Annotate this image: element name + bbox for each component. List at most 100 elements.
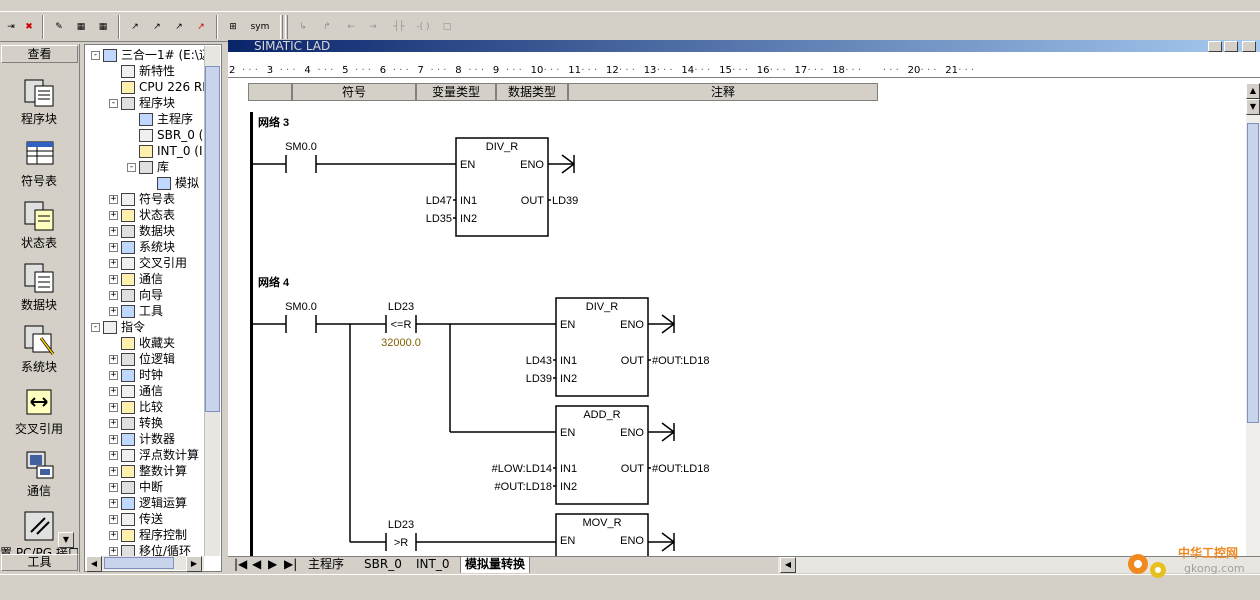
scroll-left-icon[interactable]: ◀ [86, 556, 102, 572]
tree-vertical-scrollbar[interactable] [204, 46, 220, 556]
status-force-icon[interactable]: ↗ [175, 22, 183, 32]
tab-first-icon[interactable]: |◀ [234, 557, 248, 571]
tree-hscroll-thumb[interactable] [104, 557, 174, 569]
tree-node[interactable]: 新特性 [109, 63, 175, 79]
editor-vertical-scrollbar[interactable]: ▲ ▼ [1246, 83, 1260, 557]
close-icon[interactable] [1242, 41, 1256, 52]
tab-analog-conversion[interactable]: 模拟量转换 [460, 557, 531, 573]
box-delete-icon[interactable]: ✖ [25, 22, 33, 32]
tree-node[interactable]: INT_0 (I [127, 143, 203, 159]
tab-main-program[interactable]: 主程序 [308, 557, 345, 571]
tree-node[interactable]: 模拟 [145, 175, 199, 191]
nav-item-status-table[interactable]: 状态表 [0, 200, 78, 262]
tree-node[interactable]: SBR_0 ( [127, 127, 203, 143]
tree-node[interactable]: +向导 [109, 287, 163, 303]
tab-int0[interactable]: INT_0 [416, 557, 450, 571]
editor-scroll-thumb[interactable] [1247, 123, 1259, 423]
expand-icon[interactable]: + [109, 401, 118, 412]
expand-icon[interactable]: + [109, 513, 118, 524]
tree-horizontal-scrollbar[interactable]: ◀ ▶ [86, 556, 204, 572]
tree-node[interactable]: +转换 [109, 415, 163, 431]
nav-tools-footer[interactable]: 工具 [1, 554, 78, 571]
tree-node[interactable]: +移位/循环 [109, 543, 191, 559]
tab-prev-icon[interactable]: ◀ [252, 557, 262, 571]
status-unforce-icon[interactable]: ↗ [197, 22, 205, 32]
expand-icon[interactable]: + [109, 305, 118, 316]
symbol-addressing-icon[interactable]: ⊞ [229, 22, 237, 32]
expand-icon[interactable]: + [109, 481, 118, 492]
expand-icon[interactable]: + [109, 433, 118, 444]
tab-last-icon[interactable]: ▶| [284, 557, 298, 571]
tree-node[interactable]: +比较 [109, 399, 163, 415]
expand-icon[interactable]: + [109, 529, 118, 540]
scroll-right-icon[interactable]: ▶ [186, 556, 202, 572]
tree-node[interactable]: 主程序 [127, 111, 193, 127]
expand-icon[interactable]: + [109, 449, 118, 460]
nav-view-header[interactable]: 查看 [1, 45, 78, 63]
nav-item-cross-reference[interactable]: 交叉引用 [0, 386, 78, 448]
maximize-icon[interactable] [1224, 41, 1238, 52]
nav-item-system-block[interactable]: 系统块 [0, 324, 78, 386]
table-icon[interactable]: ▦ [98, 22, 108, 32]
nav-scroll-down-button[interactable]: ▼ [58, 532, 74, 548]
tab-sbr0[interactable]: SBR_0 [364, 557, 402, 571]
tree-scroll-thumb[interactable] [205, 66, 220, 412]
expand-icon[interactable]: + [109, 257, 118, 268]
status-on-icon[interactable]: ↗ [131, 22, 139, 32]
tree-node[interactable]: +状态表 [109, 207, 175, 223]
tree-node[interactable]: -程序块 [109, 95, 175, 111]
tree-node[interactable]: +计数器 [109, 431, 175, 447]
expand-icon[interactable]: + [109, 465, 118, 476]
collapse-icon[interactable]: - [91, 321, 100, 332]
tree-node[interactable]: +逻辑运算 [109, 495, 187, 511]
expand-icon[interactable]: + [109, 209, 118, 220]
nav-item-pg-pc-interface[interactable]: 置 PC/PG 接口 [0, 510, 78, 554]
expand-icon[interactable]: + [109, 225, 118, 236]
tree-node[interactable]: +通信 [109, 383, 163, 399]
nav-item-data-block[interactable]: 数据块 [0, 262, 78, 324]
scroll-up-icon[interactable]: ▲ [1246, 83, 1260, 99]
tree-node[interactable]: +传送 [109, 511, 163, 527]
tree-node[interactable]: +符号表 [109, 191, 175, 207]
tree-node[interactable]: +工具 [109, 303, 163, 319]
expand-icon[interactable]: + [109, 353, 118, 364]
tab-next-icon[interactable]: ▶ [268, 557, 278, 571]
column-comment[interactable]: 注释 [568, 83, 878, 101]
column-symbol[interactable]: 符号 [292, 83, 416, 101]
tree-node[interactable]: +数据块 [109, 223, 175, 239]
collapse-icon[interactable]: - [127, 161, 136, 172]
tree-node[interactable]: +系统块 [109, 239, 175, 255]
tree-node[interactable]: +整数计算 [109, 463, 187, 479]
column-var-type[interactable]: 变量类型 [416, 83, 496, 101]
expand-icon[interactable]: + [109, 417, 118, 428]
tree-node[interactable]: -指令 [91, 319, 145, 335]
sym-toggle-icon[interactable]: sym [250, 22, 270, 32]
tree-node[interactable]: +交叉引用 [109, 255, 187, 271]
collapse-icon[interactable]: - [109, 97, 118, 108]
expand-icon[interactable]: + [109, 241, 118, 252]
nav-item-symbol-table[interactable]: 符号表 [0, 138, 78, 200]
expand-icon[interactable]: + [109, 385, 118, 396]
insert-network-icon[interactable]: ▦ [76, 22, 86, 32]
tree-node[interactable]: +中断 [109, 479, 163, 495]
tree-node[interactable]: -三合一1# (E:\迈 [91, 47, 211, 63]
edit-icon[interactable]: ✎ [55, 22, 63, 32]
column-data-type[interactable]: 数据类型 [496, 83, 568, 101]
tree-node[interactable]: +程序控制 [109, 527, 187, 543]
expand-icon[interactable]: + [109, 273, 118, 284]
expand-icon[interactable]: + [109, 369, 118, 380]
expand-icon[interactable]: + [109, 497, 118, 508]
tree-node[interactable]: -库 [127, 159, 169, 175]
status-trend-icon[interactable]: ↗ [153, 22, 161, 32]
tree-node[interactable]: +通信 [109, 271, 163, 287]
coil-tool-icon[interactable]: ⇥ [7, 22, 15, 32]
tree-node[interactable]: CPU 226 RE [109, 79, 210, 95]
minimize-icon[interactable] [1208, 41, 1222, 52]
hscroll-left-icon[interactable]: ◀ [780, 557, 796, 573]
expand-icon[interactable]: + [109, 193, 118, 204]
tree-node[interactable]: +时钟 [109, 367, 163, 383]
tree-node[interactable]: +浮点数计算 [109, 447, 199, 463]
tree-node[interactable]: +位逻辑 [109, 351, 175, 367]
collapse-icon[interactable]: - [91, 49, 100, 60]
